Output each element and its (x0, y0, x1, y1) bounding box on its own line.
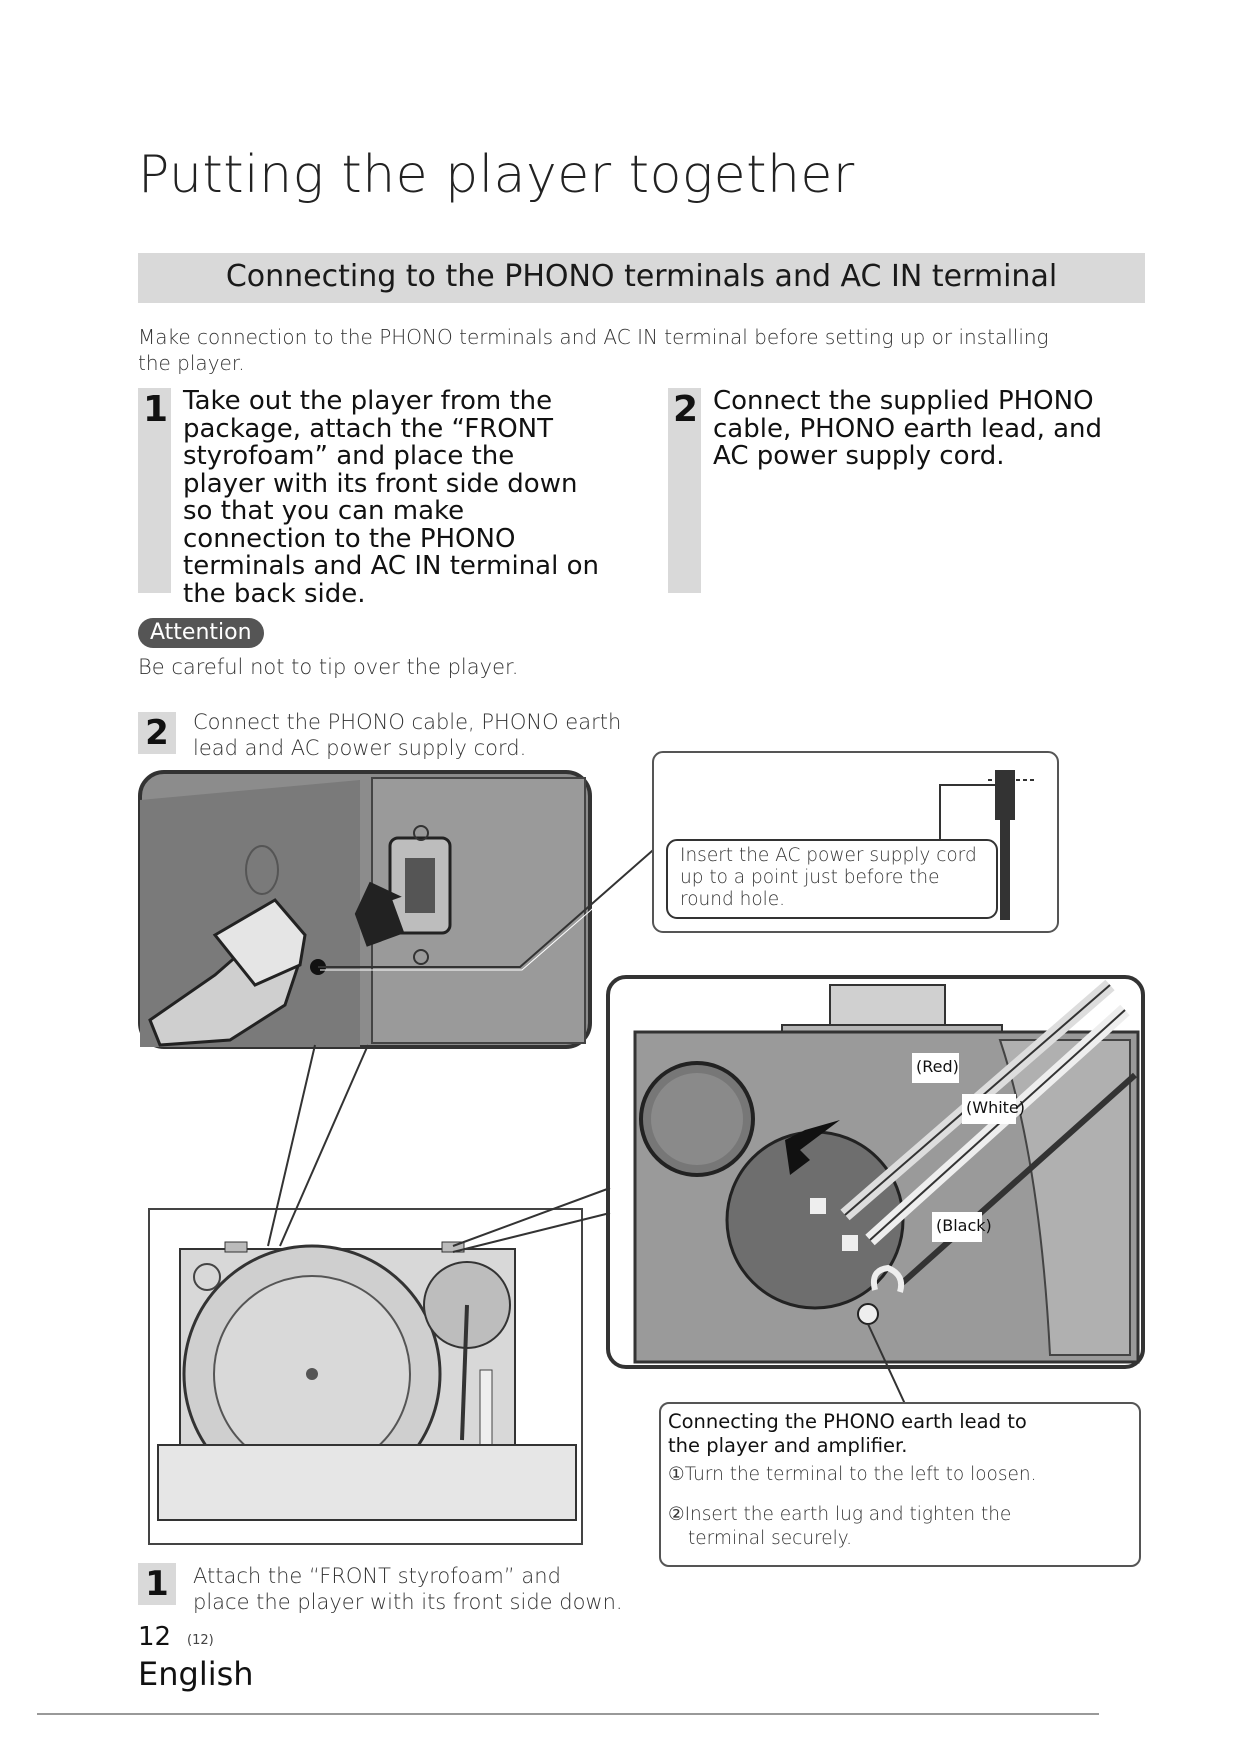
phono-terminal-closeup-image (608, 977, 1143, 1367)
earth-lead-step-1: ①Turn the terminal to the left to loosen… (668, 1463, 1048, 1487)
footer-rule (37, 1713, 1099, 1715)
page-sub-number: (12) (187, 1633, 214, 1648)
cable-label-black: (Black) (936, 1216, 992, 1235)
turntable-front-down-image (149, 1209, 582, 1544)
ac-callout-text: Insert the AC power supply cord up to a … (680, 845, 990, 911)
earth-lead-title: Connecting the PHONO earth lead to the p… (668, 1410, 1028, 1458)
language-label: English (138, 1655, 254, 1693)
cable-label-red: (Red) (916, 1057, 959, 1076)
page-number: 12 (138, 1622, 171, 1652)
figure-step-1-number: 1 (138, 1563, 176, 1605)
cable-label-white: (White) (966, 1098, 1025, 1117)
earth-lead-step-2: ②Insert the earth lug and tighten the te… (668, 1503, 1028, 1551)
figure-step-1-caption: Attach the “FRONT styrofoam” and place t… (193, 1563, 623, 1615)
ac-in-closeup-image (140, 772, 590, 1047)
